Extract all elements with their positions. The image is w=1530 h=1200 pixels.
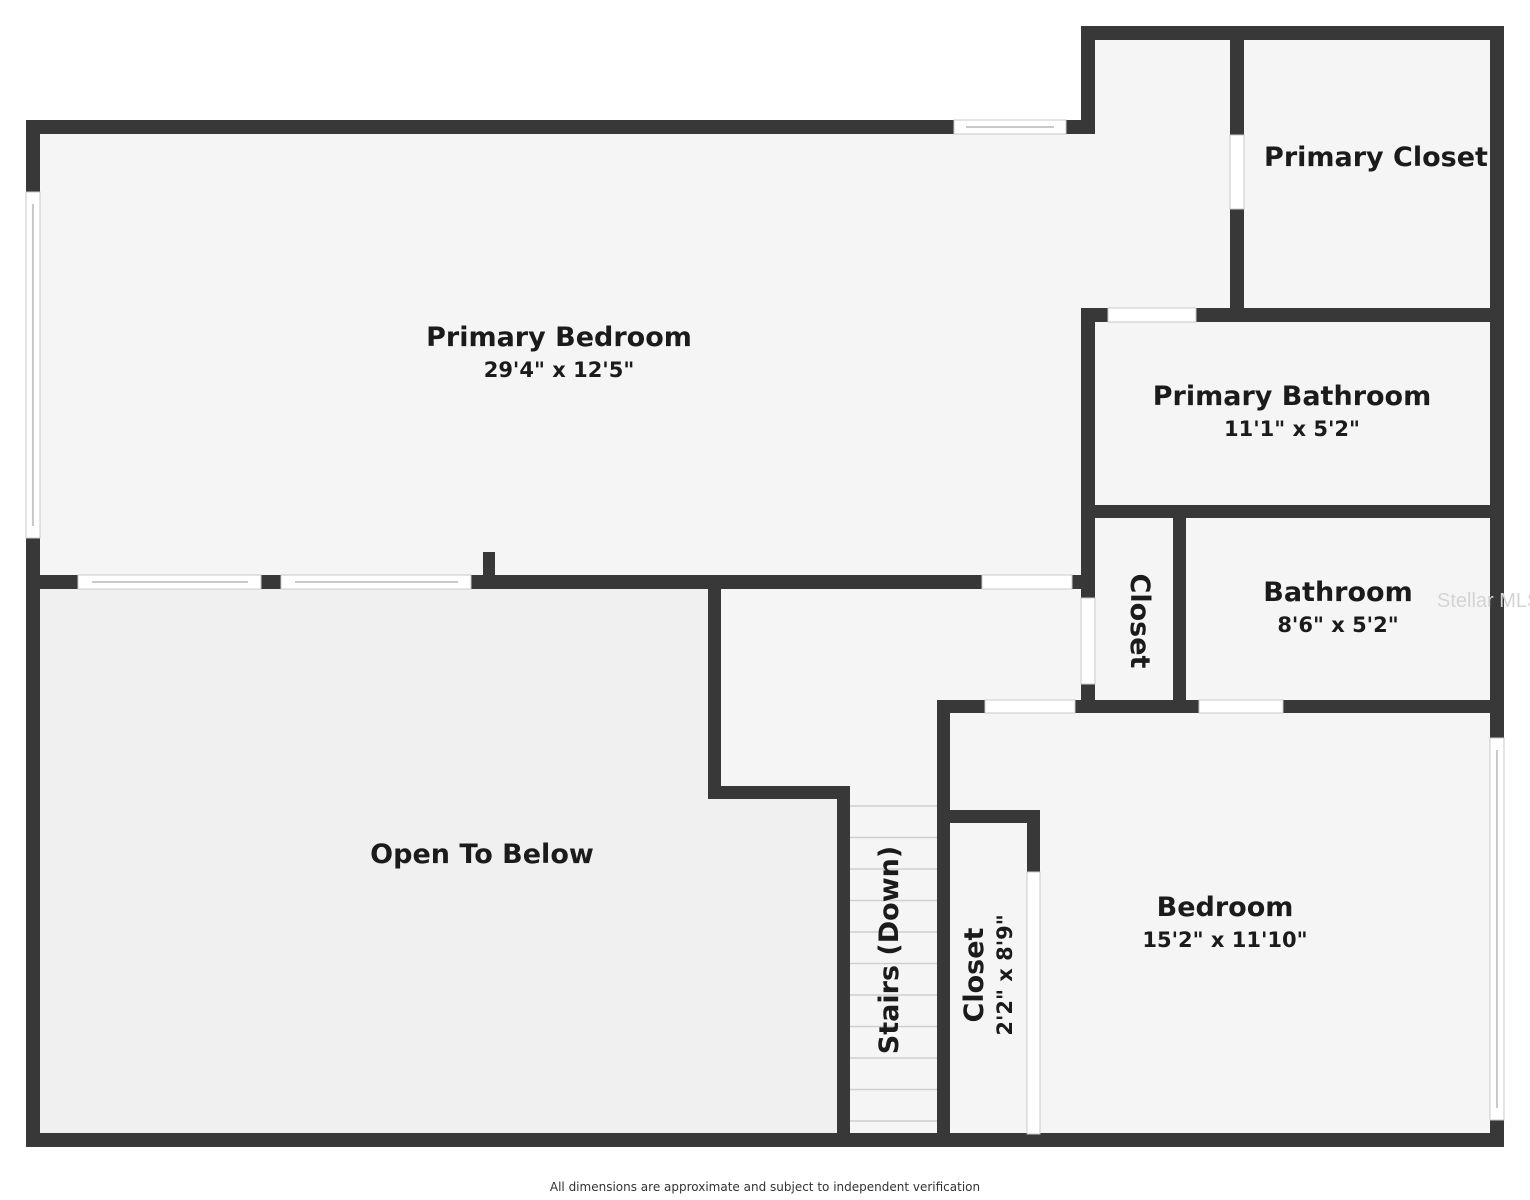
doorway <box>1026 871 1041 1135</box>
wall <box>837 786 850 1140</box>
wall <box>708 582 721 799</box>
primary-bedroom-label: Primary Bedroom <box>426 322 692 353</box>
wall <box>1173 511 1186 706</box>
wall <box>26 120 1095 134</box>
doorway <box>981 574 1073 590</box>
bedroom-label: Bedroom <box>1157 892 1294 923</box>
primary-bedroom-dimensions: 29'4" x 12'5" <box>484 358 635 382</box>
wall <box>26 1133 1504 1147</box>
doorway <box>1080 597 1096 685</box>
wall <box>708 786 850 799</box>
bathroom-dimensions: 8'6" x 5'2" <box>1277 613 1398 637</box>
wall <box>1081 26 1504 40</box>
doorway <box>1107 307 1197 323</box>
bedroom-dimensions: 15'2" x 11'10" <box>1142 928 1307 952</box>
hall-closet-label: Closet <box>1124 574 1155 669</box>
bedroom-closet-dimensions: 2'2" x 8'9" <box>993 914 1017 1035</box>
wall <box>1081 26 1095 134</box>
stairs-label: Stairs (Down) <box>874 846 905 1054</box>
wall <box>937 700 950 1140</box>
doorway <box>1229 134 1245 210</box>
wall <box>1027 810 1040 872</box>
wall <box>943 810 1040 823</box>
disclaimer-footnote: All dimensions are approximate and subje… <box>550 1180 980 1194</box>
room-labels: Primary Bedroom 29'4" x 12'5" Primary Cl… <box>370 142 1488 1054</box>
primary-bathroom-dimensions: 11'1" x 5'2" <box>1224 417 1360 441</box>
primary-bathroom-label: Primary Bathroom <box>1153 381 1432 412</box>
bedroom-closet-label: Closet <box>959 927 990 1022</box>
wall <box>483 552 495 582</box>
doorway <box>984 699 1076 714</box>
open-to-below-area <box>33 582 843 1140</box>
doorway <box>1198 699 1284 714</box>
windows <box>25 119 1505 1121</box>
wall <box>1088 505 1497 518</box>
primary-closet-label: Primary Closet <box>1264 142 1488 173</box>
bathroom-label: Bathroom <box>1263 577 1412 608</box>
stair-treads <box>850 805 937 1122</box>
watermark: Stellar MLS <box>1437 590 1530 612</box>
openings <box>981 134 1284 1135</box>
open-to-below-label: Open To Below <box>370 839 594 870</box>
